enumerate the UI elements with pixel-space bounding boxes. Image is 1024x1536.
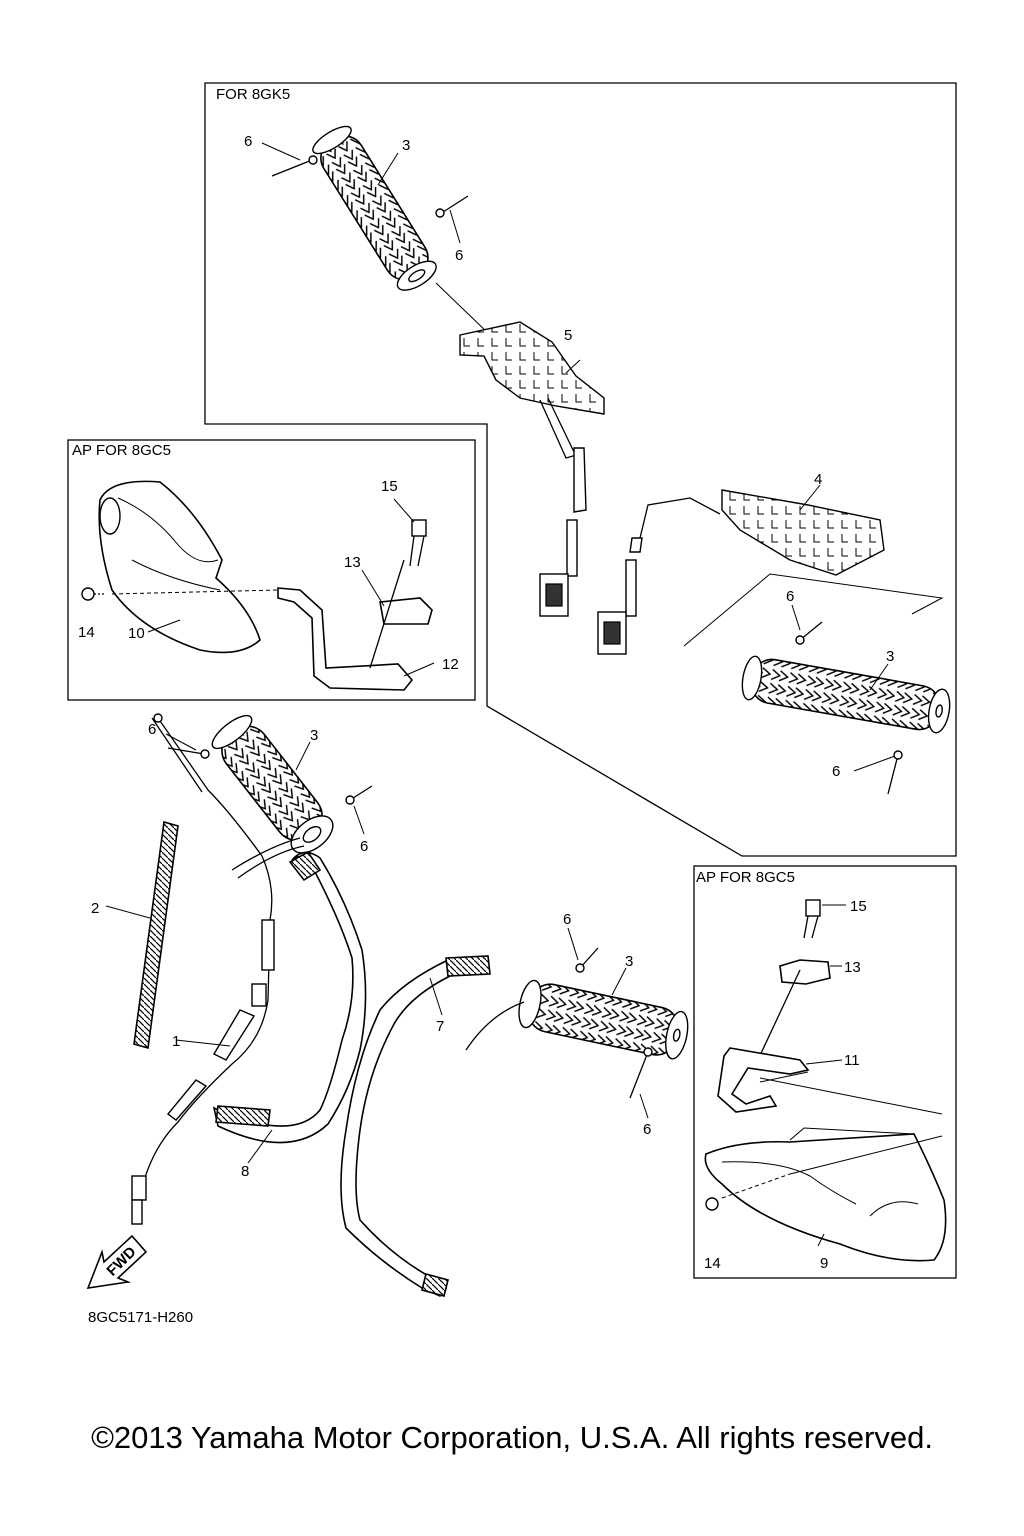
callout-13: 13 (344, 554, 361, 571)
bracket-12 (277, 587, 414, 691)
callout-6: 6 (643, 1121, 651, 1138)
callout-8: 8 (241, 1163, 249, 1180)
hose-8 (212, 850, 367, 1144)
box-right-outline (693, 865, 957, 1279)
callout-14: 14 (78, 624, 95, 641)
spring-2 (133, 820, 179, 1050)
connector-left (539, 519, 578, 617)
callout-10: 10 (128, 625, 145, 642)
callout-11: 11 (844, 1052, 860, 1069)
handguard-9 (704, 1127, 947, 1262)
heater-element-4 (629, 489, 885, 576)
callout-7: 7 (436, 1018, 444, 1035)
callout-9: 9 (820, 1255, 828, 1272)
callout-6: 6 (563, 911, 571, 928)
throttle-cable-1 (131, 713, 275, 1225)
grip-right-top (741, 655, 951, 734)
callout-5: 5 (564, 327, 572, 344)
bolt-15-right (803, 899, 821, 939)
screw-right-top-2 (887, 750, 903, 795)
grip-middle-right (518, 979, 689, 1060)
screw-mid-4 (629, 1047, 653, 1099)
callout-13: 13 (844, 959, 861, 976)
box-top-outline (204, 82, 957, 857)
callout-6: 6 (786, 588, 794, 605)
screw-right-top-1 (795, 621, 823, 645)
grip-middle-left (211, 714, 334, 854)
screw-mid-1 (167, 747, 210, 759)
screw-mid-2 (345, 785, 373, 805)
callout-15: 15 (381, 478, 398, 495)
copyright-notice: ©2013 Yamaha Motor Corporation, U.S.A. A… (91, 1420, 933, 1455)
clamp-13-left (369, 559, 433, 669)
box-right-title: AP FOR 8GC5 (696, 869, 795, 886)
bolt-15-left (409, 519, 427, 567)
clamp-13-right (755, 959, 831, 1065)
heater-element-5 (459, 321, 605, 513)
handguard-10 (98, 480, 261, 654)
callout-3: 3 (310, 727, 318, 744)
callout-6: 6 (244, 133, 252, 150)
hose-7 (340, 955, 491, 1297)
box-left-title: AP FOR 8GC5 (72, 442, 171, 459)
screw-14-left (81, 587, 104, 601)
callout-3: 3 (402, 137, 410, 154)
callout-6: 6 (360, 838, 368, 855)
fwd-arrow-icon: FWD (86, 1234, 148, 1289)
screw-mid-3 (575, 947, 599, 973)
screw-14-right (705, 1197, 719, 1211)
callout-15: 15 (850, 898, 867, 915)
connector-right (597, 559, 637, 655)
callout-12: 12 (442, 656, 459, 673)
callout-6: 6 (455, 247, 463, 264)
bracket-11 (717, 1047, 810, 1113)
grip-top (312, 125, 437, 291)
callout-1: 1 (172, 1033, 180, 1050)
diagram-code: 8GC5171-H260 (88, 1309, 194, 1326)
callout-3: 3 (886, 648, 894, 665)
callout-2: 2 (91, 900, 99, 917)
callout-6: 6 (148, 721, 156, 738)
callout-3: 3 (625, 953, 633, 970)
box-left-outline (67, 439, 476, 701)
callout-14: 14 (704, 1255, 721, 1272)
screw-top-2 (435, 195, 469, 218)
callout-6: 6 (832, 763, 840, 780)
box-top-title: FOR 8GK5 (216, 86, 290, 103)
callout-4: 4 (814, 471, 822, 488)
screw-top-1 (271, 155, 318, 177)
